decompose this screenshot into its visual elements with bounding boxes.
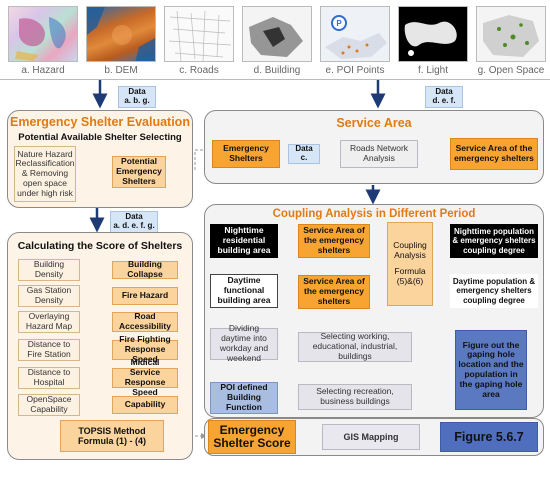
topsis-line: Formula (1) - (4) [77, 436, 146, 446]
evaluation-panel-title: Emergency Shelter Evaluation [10, 115, 190, 129]
data-tag-adefg: Data a. d. e. f. g. [110, 211, 158, 233]
svg-text:P: P [336, 19, 342, 28]
coupling-line: Coupling Analysis [393, 240, 427, 261]
thumbnail-label: d. Building [253, 65, 301, 76]
thumbnail-label: c. Roads [179, 65, 219, 76]
evaluation-panel-subtitle: Potential Available Shelter Selecting [18, 132, 182, 143]
score-result-box: Midical Service Response Speed [112, 358, 178, 397]
figure-reference-box: Figure 5.6.7 [440, 422, 538, 452]
thumbnail-label: e. POI Points [325, 65, 385, 76]
service-area-result-box: Service Area of the emergency shelters [450, 138, 538, 170]
coupling-line: Formula (5)&(6) [394, 266, 426, 286]
data-tag-line: a. b. g. [124, 96, 150, 105]
gaping-hole-box: Figure out the gaping hole location and … [455, 330, 527, 410]
shelter-score-box: Emergency Shelter Score [208, 420, 296, 454]
topsis-method-box: TOPSIS Method Formula (1) - (4) [60, 420, 164, 452]
data-tag-abg: Data a. b. g. [118, 86, 156, 108]
data-tag-line: Data [125, 212, 143, 222]
thumbnail-label: b. DEM [104, 65, 138, 76]
service-area-box-2: Service Area of the emergency shelters [298, 275, 370, 309]
data-tag-c: Data c. [288, 144, 320, 164]
poi-building-function-box: POI defined Building Function [210, 382, 278, 414]
dem-thumbnail [86, 6, 156, 62]
score-result-box: Fire Fighting Response Speed [112, 334, 178, 364]
nighttime-coupling-result-box: Nighttime population & emergency shelter… [450, 224, 538, 258]
data-tag-line: c. [300, 153, 308, 162]
score-factor-box: Gas Station Density [18, 285, 80, 307]
thumbnail-label: f. Light [417, 65, 449, 76]
coupling-analysis-box: Coupling Analysis Formula (5)&(6) [387, 222, 433, 306]
building-thumbnail [242, 6, 312, 62]
thumbnail-label: a. Hazard [21, 65, 65, 76]
data-tag-line: d. e. f. [432, 96, 456, 105]
hazard-reclassification-box: Nature Hazard Reclassification & Removin… [14, 146, 76, 202]
score-factor-box: Distance to Hospital [18, 367, 80, 389]
hazard-map-thumbnail [8, 6, 78, 62]
data-tag-line: Data [128, 87, 146, 97]
data-tag-line: a. d. e. f. g. [113, 221, 155, 230]
data-tag-line: Data [295, 144, 313, 154]
score-result-box: Road Accessibility [112, 311, 178, 332]
daytime-coupling-result-box: Daytime population & emergency shelters … [450, 274, 538, 308]
roads-thumbnail [164, 6, 234, 62]
score-result-box: Fire Hazard [112, 287, 178, 305]
poi-points-thumbnail: P [320, 6, 390, 62]
recreation-buildings-box: Selecting recreation, business buildings [298, 384, 412, 410]
score-factor-box: Building Density [18, 259, 80, 281]
topsis-line: TOPSIS Method [78, 425, 146, 436]
score-result-box: Capability [112, 396, 178, 414]
daytime-area-box: Daytime functional building area [210, 274, 278, 308]
nighttime-area-box: Nighttime residential building area [210, 224, 278, 258]
score-factor-box: OpenSpace Capability [18, 394, 80, 416]
potential-shelters-box: Potential Emergency Shelters [112, 156, 166, 188]
road-network-analysis-box: Roads Network Analysis [340, 140, 418, 168]
score-factor-box: Overlaying Hazard Map [18, 311, 80, 333]
open-space-thumbnail [476, 6, 546, 62]
gis-mapping-box: GIS Mapping [322, 424, 420, 450]
working-buildings-box: Selecting working, educational, industri… [298, 331, 412, 362]
emergency-shelters-box: Emergency Shelters [212, 140, 280, 168]
service-area-box-1: Service Area of the emergency shelters [298, 224, 370, 258]
night-light-thumbnail [398, 6, 468, 62]
score-result-box: Building Collapse [112, 259, 178, 279]
data-tag-line: Data [435, 87, 453, 97]
thumbnail-label: g. Open Space [477, 65, 545, 76]
data-tag-def: Data d. e. f. [425, 86, 463, 108]
divider [0, 79, 550, 80]
score-panel-title: Calculating the Score of Shelters [17, 240, 183, 252]
service-area-panel-title: Service Area [336, 116, 412, 130]
divide-daytime-box: Dividing daytime into workday and weeken… [210, 324, 278, 363]
score-factor-box: Distance to Fire Station [18, 339, 80, 361]
coupling-panel-title: Coupling Analysis in Different Period [272, 208, 476, 220]
